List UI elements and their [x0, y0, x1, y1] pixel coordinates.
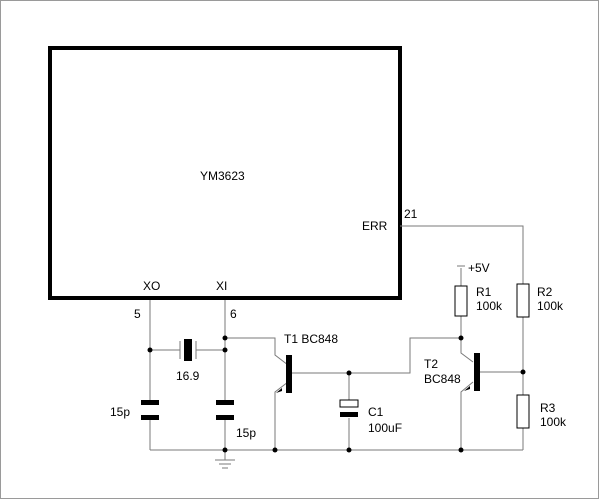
crystal-value: 16.9: [176, 369, 200, 383]
pin-xi-number: 6: [230, 307, 237, 321]
t1-transistor-symbol: [276, 355, 292, 393]
r3-resistor-symbol: [516, 394, 530, 429]
chip-body: [48, 46, 402, 300]
r2-value: 100k: [537, 299, 564, 313]
c1-capacitor-symbol: [339, 399, 359, 417]
cap-left-value: 15p: [110, 405, 130, 419]
crystal-symbol: [179, 339, 197, 361]
c1-value: 100uF: [368, 421, 402, 435]
t2-value: BC848: [424, 372, 461, 386]
t2-name: T2: [424, 357, 438, 371]
r3-value: 100k: [540, 415, 567, 429]
t2-transistor-symbol: [464, 353, 480, 391]
r1-resistor-symbol: [454, 285, 468, 317]
pin-xi-label: XI: [216, 279, 227, 293]
cap-right-symbol: [216, 400, 234, 420]
c1-name: C1: [368, 405, 384, 419]
cap-right-value: 15p: [236, 426, 256, 440]
pin-err-label: ERR: [362, 219, 388, 233]
r2-resistor-symbol: [516, 283, 530, 318]
cap-left-symbol: [141, 400, 159, 420]
pin-xo-number: 5: [134, 307, 141, 321]
supply-label: +5V: [468, 261, 490, 275]
r1-value: 100k: [476, 299, 503, 313]
chip-name: YM3623: [200, 169, 245, 183]
ground-icon: [215, 459, 235, 469]
pin-xo-label: XO: [143, 279, 160, 293]
pin-err-number: 21: [404, 207, 418, 221]
r1-name: R1: [476, 285, 492, 299]
r3-name: R3: [540, 401, 556, 415]
t1-label: T1 BC848: [284, 332, 338, 346]
r2-name: R2: [537, 285, 553, 299]
junctions: [147, 335, 526, 453]
